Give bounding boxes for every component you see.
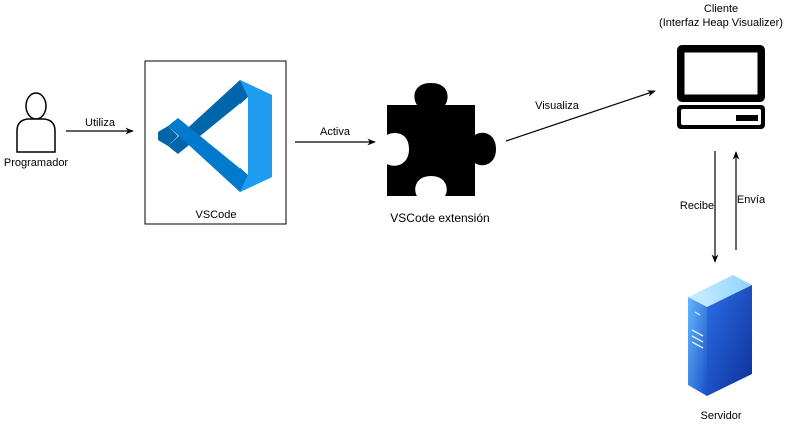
edge-sends-label: Envía [736, 194, 766, 206]
edge-receives-label: Recibe [679, 200, 715, 212]
programmer-label: Programador [3, 157, 69, 169]
client-subtitle: (Interfaz Heap Visualizer) [659, 17, 783, 29]
server-label: Servidor [700, 410, 742, 422]
vscode-logo-icon [158, 80, 272, 192]
extension-label: VSCode extensión [390, 211, 490, 225]
vscode-label: VSCode [195, 209, 237, 221]
edge-visualizes-arrow [505, 90, 656, 142]
person-icon [16, 92, 56, 153]
computer-monitor-icon [677, 45, 765, 129]
edge-uses-label: Utiliza [85, 117, 115, 129]
puzzle-piece-icon [387, 83, 496, 196]
client-title: Cliente [703, 3, 739, 15]
server-tower-icon [688, 275, 752, 396]
edge-visualizes-label: Visualiza [535, 100, 579, 112]
edge-activates-label: Activa [320, 126, 350, 138]
